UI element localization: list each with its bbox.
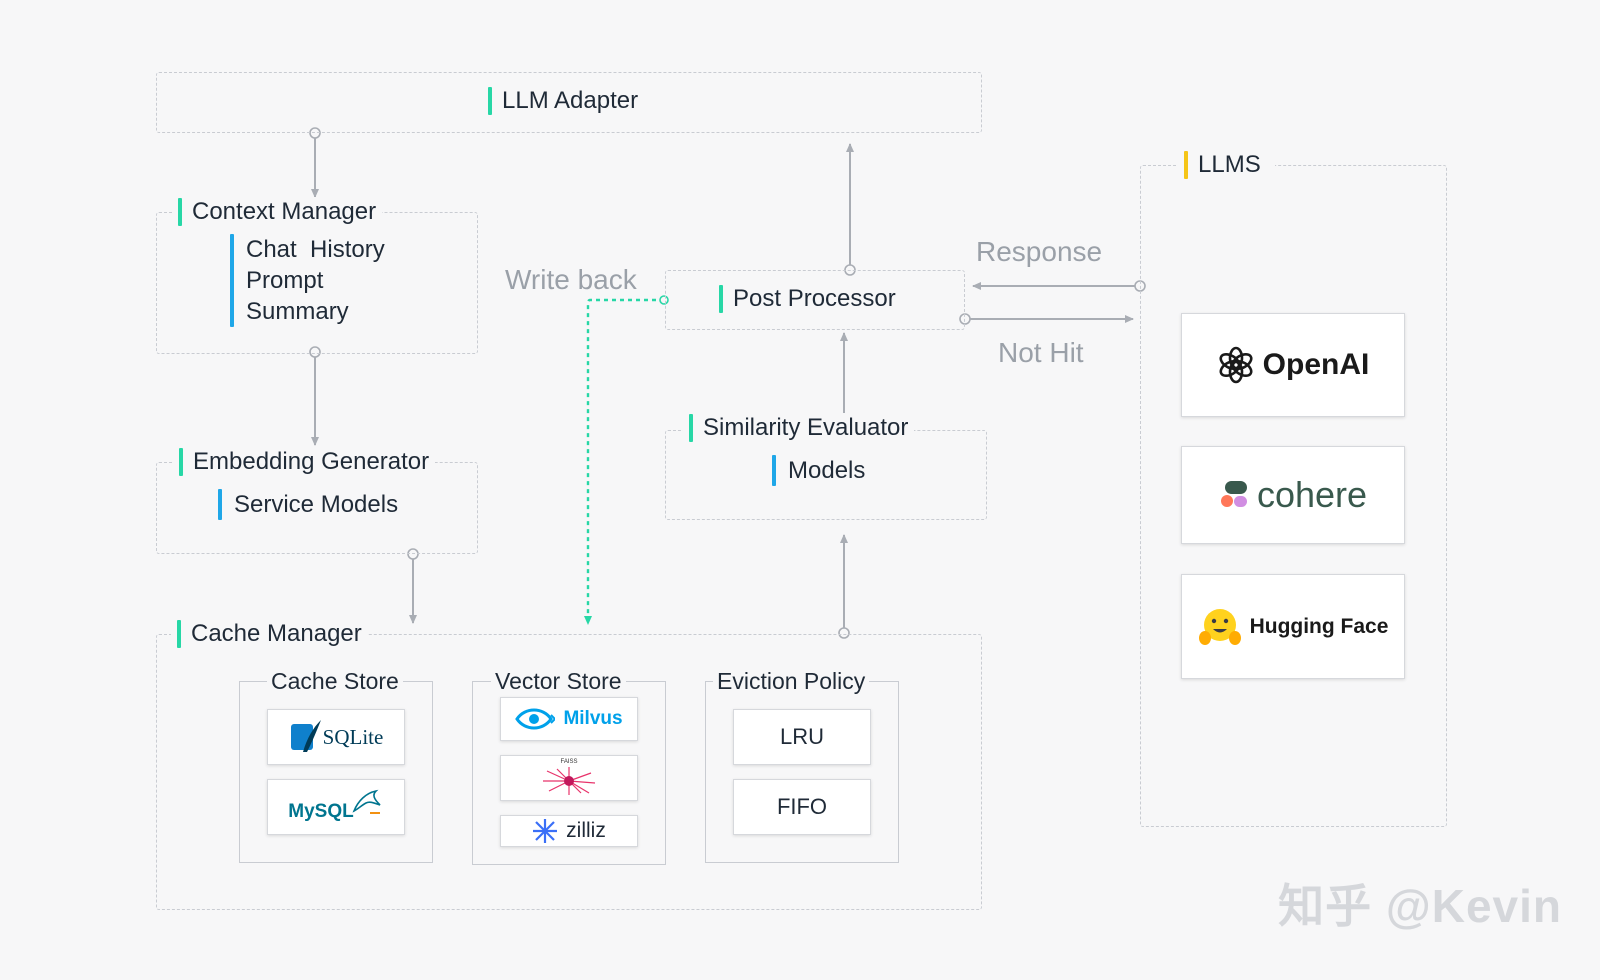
cohere-blob-icon <box>1220 481 1247 507</box>
mysql-logo-card: MySQL <box>267 779 405 835</box>
accent-bar <box>179 448 183 476</box>
milvus-eye-icon <box>515 708 556 730</box>
response-label: Response <box>976 236 1103 267</box>
hugging-face-emoji-icon <box>1198 608 1241 645</box>
context-manager-title: Context Manager <box>172 197 383 227</box>
llms-box <box>1140 165 1447 827</box>
embedding-generator-title: Embedding Generator <box>173 447 436 477</box>
milvus-logo: Milvus <box>515 705 623 733</box>
accent-bar <box>178 198 182 226</box>
similarity-item: Models <box>788 457 866 484</box>
huggingface-text: Hugging Face <box>1249 614 1389 638</box>
accent-bar <box>772 455 776 486</box>
zilliz-star-icon <box>533 819 558 843</box>
sqlite-logo: SQLite <box>289 718 384 756</box>
cohere-logo: cohere <box>1219 474 1367 516</box>
accent-bar <box>1184 151 1188 179</box>
cohere-text: cohere <box>1256 474 1368 515</box>
accent-bar <box>719 285 723 313</box>
huggingface-logo: Hugging Face <box>1198 606 1389 648</box>
port-dot <box>309 346 321 358</box>
cache-store-title: Cache Store <box>267 667 403 695</box>
cache-manager-box <box>156 634 982 910</box>
context-item: Summary <box>246 298 349 325</box>
accent-bar <box>689 414 693 442</box>
huggingface-card: Hugging Face <box>1181 574 1405 679</box>
sqlite-feather-icon <box>290 720 321 752</box>
port-dot <box>959 313 971 325</box>
zilliz-text: zilliz <box>566 819 606 842</box>
sqlite-logo-card: SQLite <box>267 709 405 765</box>
fifo-card: FIFO <box>733 779 871 835</box>
faiss-burst-icon <box>543 767 596 795</box>
mysql-logo: MySQL <box>288 789 383 823</box>
accent-bar <box>488 87 492 115</box>
openai-card: OpenAI <box>1181 313 1405 417</box>
accent-bar <box>230 234 234 327</box>
llm-adapter-label: LLM Adapter <box>502 87 639 114</box>
sqlite-text: SQLite <box>322 724 384 749</box>
context-manager-items: Chat History Prompt Summary <box>230 234 385 327</box>
lru-card: LRU <box>733 709 871 765</box>
embedding-generator-items: Service Models <box>218 489 398 520</box>
faiss-logo-card: FAISS <box>500 755 638 801</box>
port-dot <box>407 548 419 560</box>
port-dot <box>838 627 850 639</box>
similarity-evaluator-label: Similarity Evaluator <box>703 414 909 441</box>
embedding-item: Service Models <box>234 491 399 518</box>
openai-logo: OpenAI <box>1217 346 1370 384</box>
openai-text: OpenAI <box>1262 348 1370 381</box>
watermark: 知乎 @Kevin <box>1278 880 1562 932</box>
cohere-card: cohere <box>1181 446 1405 544</box>
embedding-generator-label: Embedding Generator <box>193 448 430 475</box>
eviction-policy-title: Eviction Policy <box>713 667 870 695</box>
zilliz-logo: zilliz <box>532 818 606 844</box>
cache-manager-title: Cache Manager <box>171 619 368 649</box>
accent-bar <box>218 489 222 520</box>
accent-bar <box>177 620 181 648</box>
faiss-text: FAISS <box>560 759 578 765</box>
milvus-logo-card: Milvus <box>500 697 638 741</box>
context-item: Prompt <box>246 267 324 294</box>
similarity-evaluator-title: Similarity Evaluator <box>683 413 915 443</box>
fifo-label: FIFO <box>776 794 828 819</box>
openai-knot-icon <box>1219 346 1253 384</box>
context-manager-label: Context Manager <box>192 198 377 225</box>
llm-adapter-box <box>156 72 982 133</box>
write-back-label: Write back <box>505 264 637 295</box>
lru-label: LRU <box>779 724 824 749</box>
milvus-text: Milvus <box>563 708 623 729</box>
not-hit-label: Not Hit <box>998 337 1084 368</box>
vector-store-title: Vector Store <box>491 667 626 695</box>
post-processor-title: Post Processor <box>713 284 902 314</box>
llms-label: LLMS <box>1198 151 1261 178</box>
similarity-evaluator-items: Models <box>772 455 865 486</box>
mysql-text: MySQL <box>288 801 354 822</box>
port-dot <box>659 295 669 305</box>
context-item: Chat History <box>246 236 385 263</box>
zilliz-logo-card: zilliz <box>500 815 638 847</box>
mysql-dolphin-icon <box>352 789 381 814</box>
post-processor-label: Post Processor <box>733 285 896 312</box>
llm-adapter-title: LLM Adapter <box>482 86 645 116</box>
arrow-write-back <box>584 298 664 625</box>
llms-title: LLMS <box>1176 150 1275 180</box>
cache-manager-label: Cache Manager <box>191 620 362 647</box>
post-processor-box <box>665 270 965 330</box>
port-dot <box>309 127 321 139</box>
